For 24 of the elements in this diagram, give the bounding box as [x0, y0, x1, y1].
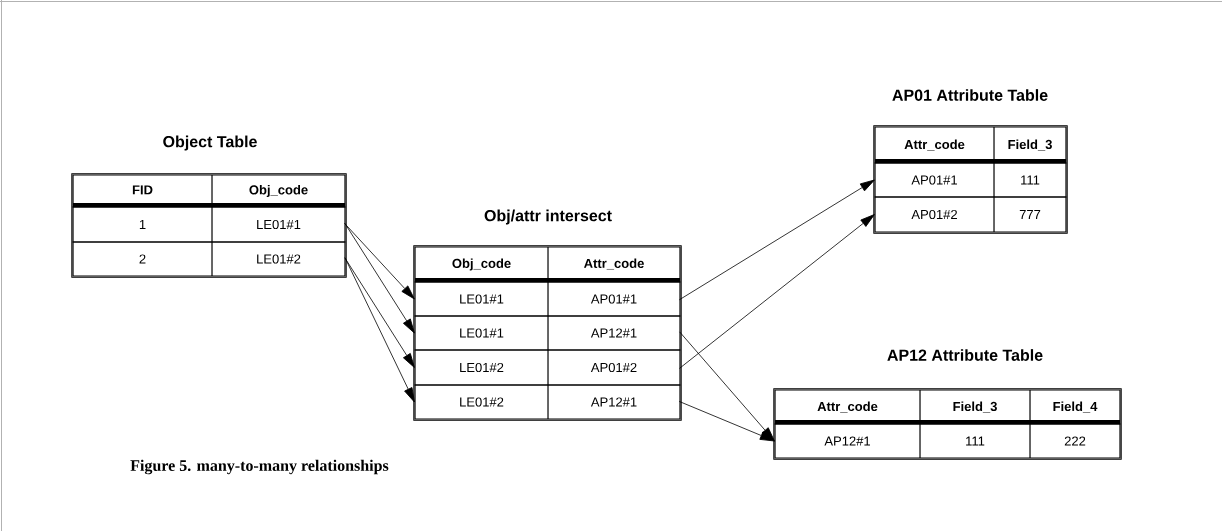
table-row: AP01#2 777 — [874, 196, 1067, 233]
arrow — [344, 257, 415, 403]
figure-caption: Figure 5. many-to-many relationships — [130, 459, 389, 475]
arrow — [678, 401, 775, 442]
header-row: FID Obj_code — [72, 174, 346, 208]
header-row: Attr_code Field_3 — [874, 126, 1067, 164]
header-row: Obj_code Attr_code — [414, 246, 681, 283]
node-label: AP12 Attribute Table — [887, 349, 1043, 361]
node-label: Object Table — [163, 135, 257, 151]
table-row: AP01#1 111 — [874, 162, 1067, 198]
header-row: Attr_code Field_3 Field_4 — [774, 389, 1121, 425]
arrow — [679, 331, 775, 442]
table-row: LE01#1 AP12#1 — [414, 315, 681, 351]
table-row: LE01#2 AP12#1 — [414, 384, 681, 420]
table-row: LE01#2 AP01#2 — [414, 349, 681, 386]
arrow — [344, 222, 415, 334]
table-row: LE01#1 AP01#1 — [414, 281, 681, 317]
table-row: 2 LE01#2 — [72, 241, 346, 277]
arrow — [679, 214, 875, 369]
arrow — [678, 179, 875, 301]
node-label: Obj/attr intersect — [484, 209, 612, 225]
table-row: 1 LE01#1 — [72, 206, 346, 243]
node-label: AP01 Attribute Table — [892, 89, 1048, 101]
table-row: AP12#1 111 222 — [774, 423, 1121, 459]
